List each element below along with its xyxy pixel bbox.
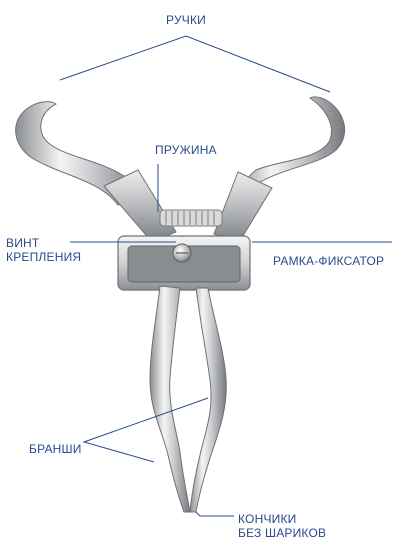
right-arm [214,172,272,244]
spring-label: ПРУЖИНА [155,143,217,157]
jaws-label: БРАНШИ [29,442,82,456]
mounting-screw-label: ВИНТ КРЕПЛЕНИЯ [6,236,81,264]
frame-label: РАМКА-ФИКСАТОР [273,254,384,268]
left-jaw [150,286,190,512]
spring [160,210,222,226]
tips-label: КОНЧИКИ БЕЗ ШАРИКОВ [238,512,326,540]
mounting-screw-label-line1: ВИНТ [6,236,81,250]
handles-leader [60,36,330,92]
tips-label-line2: БЕЗ ШАРИКОВ [238,526,326,540]
handles-label: РУЧКИ [166,13,206,27]
jaws-leader [84,398,208,462]
mounting-screw [173,244,191,262]
tips-leader [196,512,234,516]
mounting-screw-label-line2: КРЕПЛЕНИЯ [6,250,81,264]
right-jaw [190,288,226,512]
left-arm [104,170,176,242]
tips-label-line1: КОНЧИКИ [238,512,326,526]
